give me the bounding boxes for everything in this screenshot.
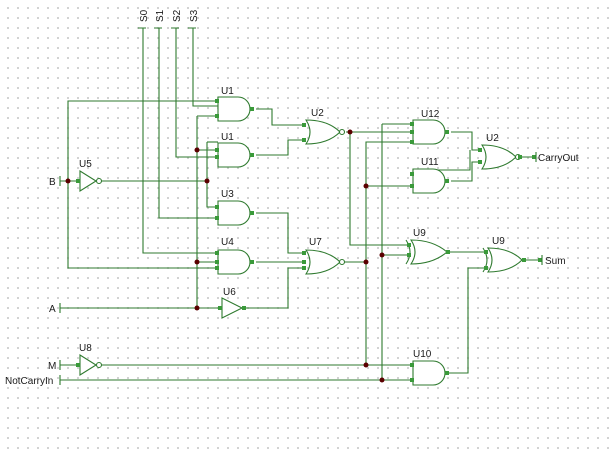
wires xyxy=(59,27,540,385)
gate-label-u6: U6 xyxy=(223,287,236,298)
output-labels: CarryOut Sum xyxy=(538,153,579,267)
nor-gate-u7[interactable] xyxy=(302,249,346,275)
output-label-carry-out: CarryOut xyxy=(538,153,579,164)
input-label-b: B xyxy=(49,177,56,188)
output-pins xyxy=(532,152,543,265)
gate-label-u11: U11 xyxy=(421,157,439,168)
input-label-not-carry-in: NotCarryIn xyxy=(5,376,53,387)
gate-label-u10: U10 xyxy=(413,349,432,360)
gate-label-u7: U7 xyxy=(309,237,322,248)
and-gate-u10[interactable] xyxy=(410,360,449,386)
not-gate-u5[interactable] xyxy=(76,170,103,192)
input-label-m: M xyxy=(48,361,56,372)
input-label-s0: S0 xyxy=(139,9,150,22)
gate-label-u8: U8 xyxy=(79,343,92,354)
gate-label-u2b: U2 xyxy=(486,133,499,144)
buffer-gate-u6[interactable] xyxy=(218,297,246,319)
and-gate-u1b[interactable] xyxy=(215,142,254,168)
xor-gate-u9a[interactable] xyxy=(405,239,450,265)
gate-label-u1a: U1 xyxy=(221,86,234,97)
gate-label-u9a: U9 xyxy=(413,228,426,239)
gate-label-u5: U5 xyxy=(79,159,92,170)
nor-gate-u2a[interactable] xyxy=(302,119,346,145)
gate-label-u12: U12 xyxy=(421,109,440,120)
not-gate-u8[interactable] xyxy=(76,354,103,376)
input-label-s2: S2 xyxy=(172,9,183,22)
input-labels: S0 S1 S2 S3 B A M NotCarryIn xyxy=(5,9,200,387)
gate-label-u9b: U9 xyxy=(492,236,505,247)
gate-label-u3: U3 xyxy=(221,189,234,200)
and-gate-u3[interactable] xyxy=(215,200,254,226)
input-label-a: A xyxy=(49,304,56,315)
input-label-s3: S3 xyxy=(189,9,200,22)
and-gate-u4[interactable] xyxy=(215,249,254,275)
gate-label-u1b: U1 xyxy=(221,132,234,143)
output-label-sum: Sum xyxy=(545,256,566,267)
nor-gate-u2b[interactable] xyxy=(478,144,522,170)
gate-label-u2a: U2 xyxy=(311,108,324,119)
and-gate-u11[interactable] xyxy=(410,168,449,194)
input-label-s1: S1 xyxy=(155,9,166,22)
and-gate-u1a[interactable] xyxy=(215,96,254,122)
and-gate-u12[interactable] xyxy=(410,119,449,145)
gate-label-u4: U4 xyxy=(221,237,234,248)
xor-gate-u9b[interactable] xyxy=(482,247,526,273)
gate-labels: U1 U1 U3 U4 U5 U6 U2 U7 U8 U12 U11 U2 U9… xyxy=(79,86,505,360)
junctions xyxy=(65,129,385,383)
